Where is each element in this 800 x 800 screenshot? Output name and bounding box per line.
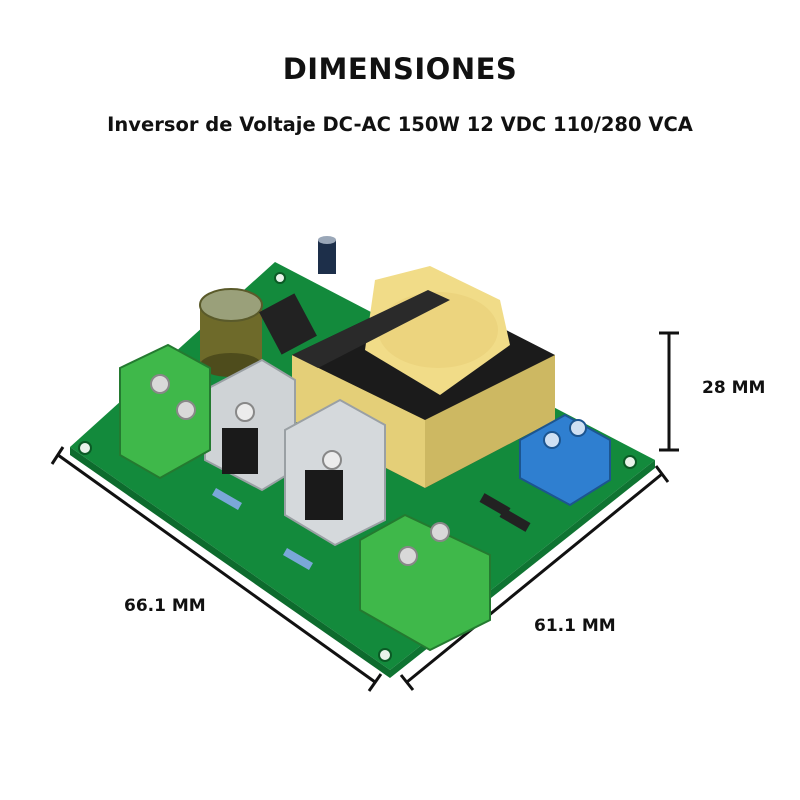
depth-dimension-line xyxy=(399,465,670,691)
width-dimension-line xyxy=(50,446,383,692)
resistors xyxy=(212,488,313,570)
capacitor-large xyxy=(199,288,263,377)
page-title: DIMENSIONES xyxy=(282,52,518,86)
height-dimension-label: 28 MM xyxy=(702,378,766,398)
depth-dimension-label: 61.1 MM xyxy=(534,616,616,636)
width-dimension-label: 66.1 MM xyxy=(124,596,206,616)
capacitor-small xyxy=(318,236,336,274)
diode-row xyxy=(479,493,531,532)
height-dimension-line xyxy=(659,331,679,452)
heatsink-left xyxy=(204,358,296,492)
terminal-block-right xyxy=(359,513,491,652)
terminal-block-left xyxy=(119,343,211,480)
page-subtitle: Inversor de Voltaje DC-AC 150W 12 VDC 11… xyxy=(107,113,693,136)
ic-chip xyxy=(259,293,317,355)
heatsink-right xyxy=(284,398,386,547)
terminal-block-blue xyxy=(519,413,611,507)
